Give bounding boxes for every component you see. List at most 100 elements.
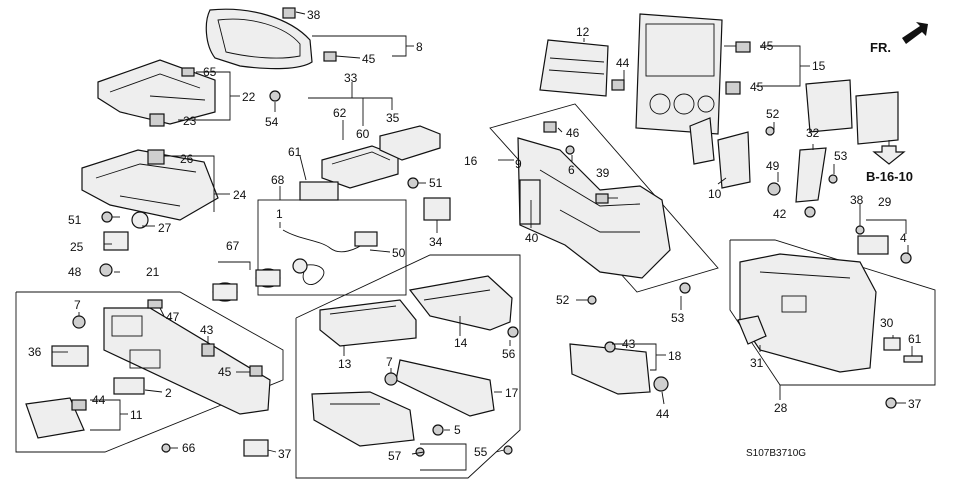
cigarette-lighter-67	[212, 268, 281, 302]
screw-50	[101, 211, 113, 223]
callout-40: 42	[773, 207, 787, 221]
meter-visor	[205, 8, 313, 70]
callout-44: 45	[750, 80, 764, 94]
front-arrow-icon	[902, 22, 928, 44]
callout-21: 23	[183, 114, 197, 128]
button-32	[423, 197, 451, 221]
callout-68: 68	[271, 173, 285, 187]
clip-53-left	[269, 90, 281, 102]
callout-50: 51	[68, 213, 82, 227]
callout-66: 66	[182, 441, 196, 455]
callout-38: 39	[596, 166, 610, 180]
callout-25: 27	[158, 221, 172, 235]
callout-43: 44	[656, 407, 670, 421]
front-label: FR.	[870, 40, 891, 55]
callout-39: 40	[525, 231, 539, 245]
callout-48: 49	[766, 159, 780, 173]
pocket-lid-61	[299, 181, 339, 201]
coin-box-11	[25, 397, 85, 439]
callout-4: 4	[900, 231, 907, 245]
callout-44: 44	[92, 393, 106, 407]
reference-label: B-16-10	[866, 169, 913, 184]
callout-57: 61	[908, 332, 922, 346]
callout-5: 5	[454, 423, 461, 437]
callout-8: 8	[416, 40, 423, 54]
screw-48	[767, 182, 781, 196]
callout-47: 48	[68, 265, 82, 279]
center-dash-panel	[517, 137, 671, 279]
callout-52: 52	[766, 107, 780, 121]
frame-left-panel	[15, 291, 284, 453]
callout-17: 17	[505, 386, 519, 400]
cushion-4	[900, 252, 912, 264]
callout-53: 53	[671, 311, 685, 325]
center-pocket-assembly	[321, 145, 399, 189]
callout-36: 38	[850, 193, 864, 207]
clip-45-center	[735, 41, 751, 53]
callout-18: 18	[668, 349, 682, 363]
control-unit-b16	[805, 79, 899, 145]
callout-24: 26	[180, 152, 194, 166]
callout-28: 30	[880, 316, 894, 330]
callout-46: 47	[166, 310, 180, 324]
clip-43	[653, 376, 669, 392]
leader-lines	[52, 11, 913, 471]
accessory-harness	[282, 229, 378, 285]
screw-51-lower	[587, 295, 597, 305]
clip-44-center	[725, 81, 741, 95]
clip-45-dash	[543, 121, 557, 133]
screw-66	[161, 443, 171, 453]
callout-34: 36	[28, 345, 42, 359]
bracket-23	[103, 231, 129, 251]
clip-41-center	[604, 341, 616, 353]
callout-53: 54	[265, 115, 279, 129]
clip-5	[432, 424, 444, 436]
screw-51-top	[407, 177, 419, 189]
steering-column-cover-lower	[81, 149, 219, 221]
callout-6: 6	[568, 163, 575, 177]
callout-7: 7	[386, 355, 393, 369]
callout-41: 43	[622, 337, 636, 351]
callout-30: 32	[806, 126, 820, 140]
clip-41-left	[201, 343, 215, 357]
damper-28	[883, 337, 901, 351]
clip-46	[147, 299, 163, 309]
audio-panel-12	[539, 39, 609, 97]
callout-22: 24	[233, 188, 247, 202]
screw-36	[855, 225, 865, 235]
screw-54	[503, 445, 513, 455]
frame-center-console	[295, 254, 521, 479]
callout-10: 10	[708, 187, 722, 201]
clip-45-top	[323, 51, 337, 62]
callout-67: 67	[226, 239, 240, 253]
glove-box-26	[739, 253, 877, 373]
callout-41: 43	[200, 323, 214, 337]
callout-16: 16	[464, 154, 478, 168]
pin-57	[903, 355, 923, 363]
clip-38-dash	[595, 193, 609, 204]
callout-numbers: 38 8 45 65 22 23 54 33 62 60 35 61 51 34…	[28, 8, 922, 463]
panel-35	[243, 439, 269, 457]
callout-9: 9	[515, 157, 522, 171]
console-side-17	[395, 359, 495, 417]
clip-65	[181, 67, 195, 77]
callout-55: 56	[502, 347, 516, 361]
callout-33: 35	[386, 111, 400, 125]
callout-13: 13	[338, 357, 352, 371]
lower-dash-panel-19	[103, 307, 271, 415]
callout-60: 60	[356, 127, 370, 141]
clip-44-left	[71, 399, 87, 411]
center-panel-15	[635, 13, 723, 135]
screw-53-lower	[679, 282, 691, 294]
callout-61: 61	[288, 145, 302, 159]
clip-7-center	[384, 372, 398, 386]
callout-2: 2	[165, 386, 172, 400]
frame-glove-box	[729, 239, 936, 386]
clip-7-left	[72, 315, 86, 329]
callout-56: 57	[388, 449, 402, 463]
bracket-27	[857, 235, 889, 255]
clip-42	[611, 79, 625, 91]
callout-52: 53	[834, 149, 848, 163]
callout-29: 31	[750, 356, 764, 370]
